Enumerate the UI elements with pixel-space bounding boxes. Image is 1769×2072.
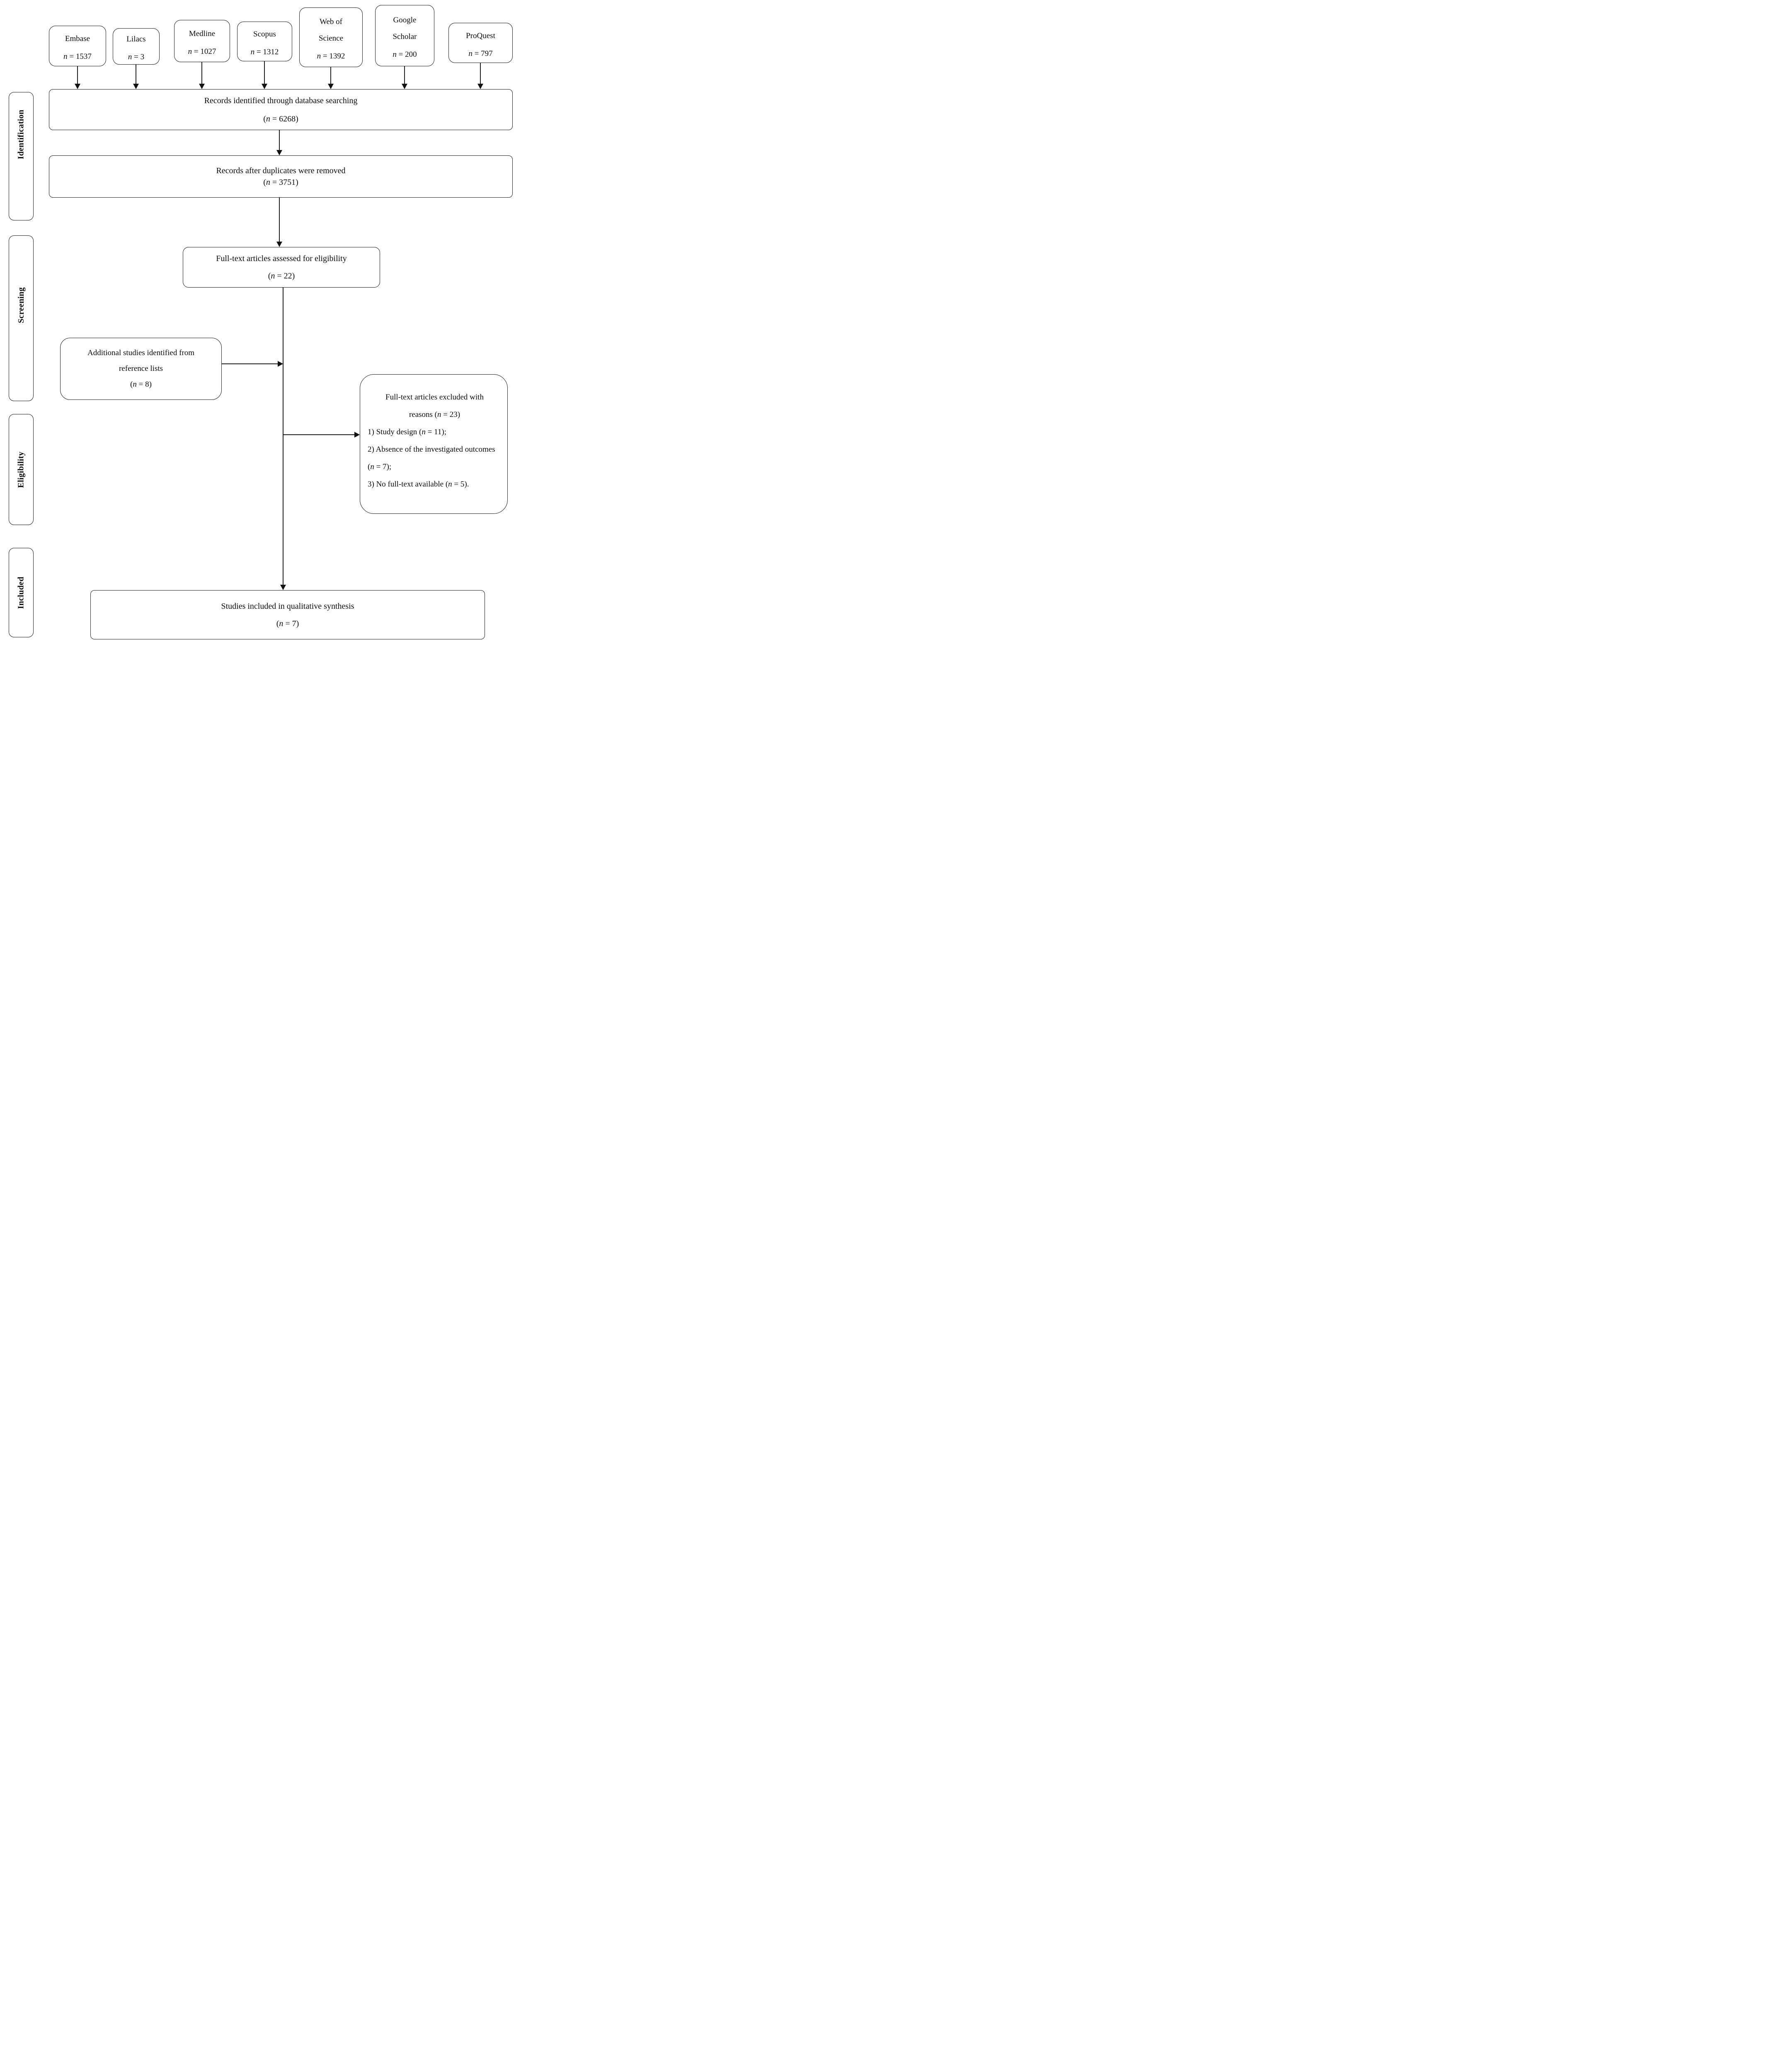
db-name: ProQuest [466,31,495,40]
excluded-line1: Full-text articles excluded with [385,393,484,402]
db-box-web-of-science: Web of Science n = 1392 [299,7,363,67]
db-box-medline: Medline n = 1027 [174,20,230,62]
arrow-flow-to-excluded-head [354,432,360,438]
records-identified-box: Records identified through database sear… [49,89,513,130]
excluded-reason-2: 2) Absence of the investigated outcomes … [368,445,495,471]
arrow-medline-head [199,84,205,89]
db-count: n = 3 [128,53,145,61]
arrow-into-included-head [280,585,286,590]
db-count: n = 1027 [188,47,216,56]
records-identified-text: Records identified through database sear… [204,96,358,105]
arrow-proquest-head [477,84,483,89]
db-count: n = 1312 [250,48,279,56]
excluded-reason-1: 1) Study design (n = 11); [368,428,446,436]
arrow-scopus-line [264,61,265,84]
db-count: n = 200 [393,50,417,59]
db-box-scopus: Scopus n = 1312 [237,22,292,61]
records-identified-count: (n = 6268) [263,114,298,123]
db-name: Web of Science [318,17,344,43]
db-box-google-scholar: Google Scholar n = 200 [375,5,434,66]
arrow-web-of-science-head [328,84,334,89]
additional-studies-count: (n = 8) [130,380,152,389]
db-box-embase: Embase n = 1537 [49,26,106,66]
records-deduplicated-count: (n = 3751) [263,178,298,187]
included-synthesis-count: (n = 7) [276,619,299,628]
arrow-deduplicated-to-fulltext-head [276,242,282,247]
db-box-lilacs: Lilacs n = 3 [113,28,160,65]
db-box-proquest: ProQuest n = 797 [448,23,513,63]
arrow-embase-line [77,66,78,84]
arrow-identified-to-deduplicated-head [276,150,282,155]
arrow-additional-to-flow-head [278,361,283,367]
db-name: Scopus [253,30,276,39]
connector-fulltext-to-included-line [283,288,284,585]
excluded-reason-3: 3) No full-text available (n = 5). [368,480,469,489]
db-count: n = 1392 [317,52,345,61]
fulltext-assessed-box: Full-text articles assessed for eligibil… [183,247,380,288]
db-count: n = 1537 [63,52,92,61]
arrow-flow-to-excluded-line [284,434,355,435]
fulltext-excluded-box: Full-text articles excluded with reasons… [360,374,508,514]
stage-label-eligibility: Eligibility [16,451,26,488]
stage-label-included: Included [16,576,26,609]
arrow-web-of-science-line [330,67,331,84]
stage-box-included: Included [9,548,34,637]
records-deduplicated-box: Records after duplicates were removed (n… [49,155,513,198]
records-deduplicated-text: Records after duplicates were removed [216,166,346,175]
arrow-lilacs-head [133,84,139,89]
arrow-medline-line [201,62,202,84]
db-name: Lilacs [126,35,146,44]
db-count: n = 797 [468,49,493,58]
stage-box-screening: Screening [9,235,34,401]
arrow-scopus-head [262,84,267,89]
arrow-embase-head [75,84,80,89]
db-name: Medline [189,29,216,38]
db-name: Embase [65,34,90,43]
fulltext-assessed-count: (n = 22) [268,271,295,281]
arrow-proquest-line [480,63,481,84]
additional-studies-box: Additional studies identified from refer… [60,338,222,400]
stage-box-eligibility: Eligibility [9,414,34,525]
stage-box-identification: Identification [9,92,34,220]
arrow-deduplicated-to-fulltext-line [279,198,280,242]
arrow-identified-to-deduplicated-line [279,130,280,150]
db-name: Google Scholar [393,16,417,41]
arrow-google-scholar-head [402,84,407,89]
included-synthesis-box: Studies included in qualitative synthesi… [90,590,485,639]
prisma-flow-diagram: Identification Screening Eligibility Inc… [0,0,514,642]
stage-label-screening: Screening [16,287,26,323]
included-synthesis-text: Studies included in qualitative synthesi… [221,601,354,611]
additional-studies-line2: reference lists [119,364,163,373]
additional-studies-line1: Additional studies identified from [87,349,195,357]
excluded-line2: reasons (n = 23) [409,410,460,419]
arrow-additional-to-flow-line [222,363,278,364]
arrow-google-scholar-line [404,66,405,84]
fulltext-assessed-text: Full-text articles assessed for eligibil… [216,254,347,263]
stage-label-identification: Identification [16,109,26,160]
